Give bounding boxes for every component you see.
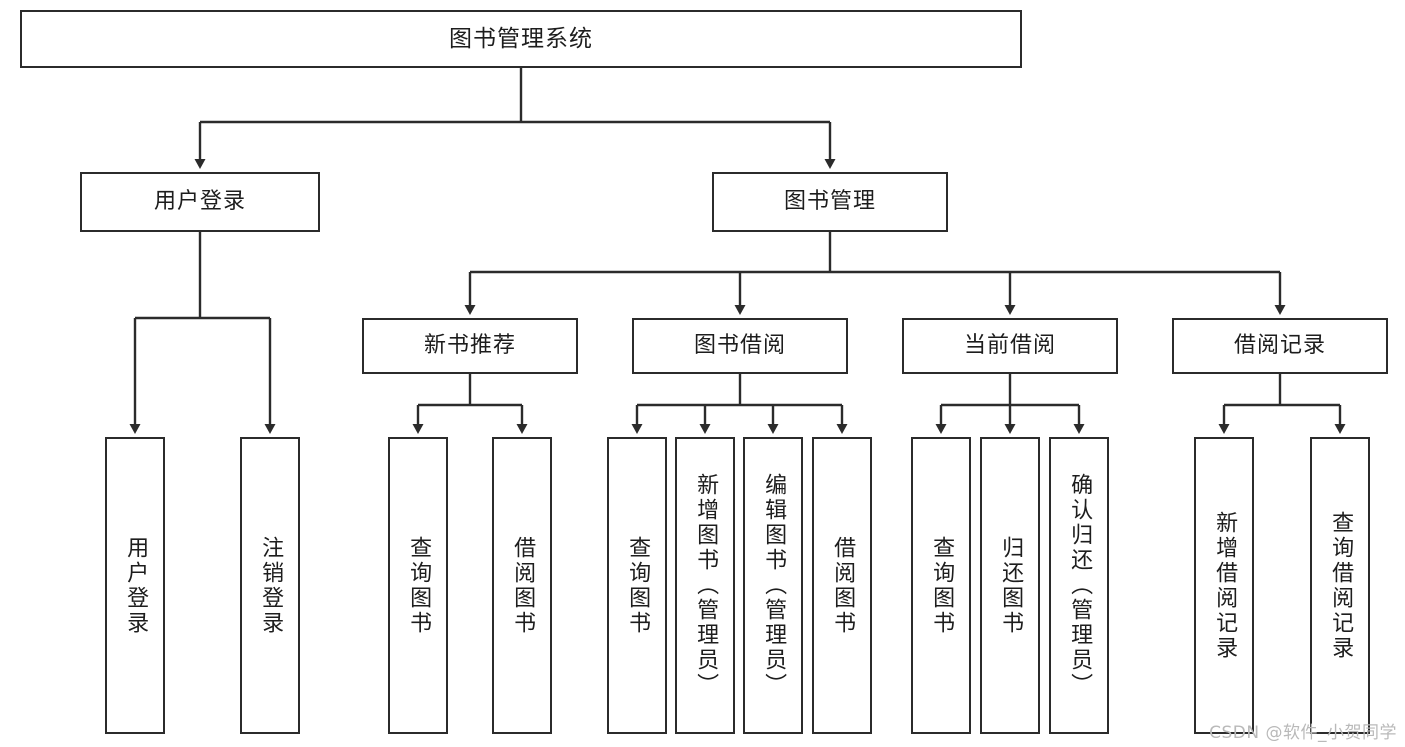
leaf-confirm-return-admin[interactable]: 确认归还（管理员） xyxy=(1049,437,1109,734)
node-label: 图书管理系统 xyxy=(449,25,593,52)
leaf-logout[interactable]: 注销登录 xyxy=(240,437,300,734)
node-borrow-record[interactable]: 借阅记录 xyxy=(1172,318,1388,374)
node-label: 新增图书（管理员） xyxy=(693,473,719,698)
leaf-add-book-admin[interactable]: 新增图书（管理员） xyxy=(675,437,735,734)
node-new-book-recommend[interactable]: 新书推荐 xyxy=(362,318,578,374)
node-label: 查询图书 xyxy=(406,535,432,636)
node-current-borrow[interactable]: 当前借阅 xyxy=(902,318,1118,374)
node-label: 借阅记录 xyxy=(1233,333,1326,359)
node-label: 图书管理 xyxy=(783,189,876,215)
node-book-borrow[interactable]: 图书借阅 xyxy=(632,318,848,374)
leaf-query-borrow-record[interactable]: 查询借阅记录 xyxy=(1310,437,1370,734)
node-label: 注销登录 xyxy=(258,535,284,636)
node-label: 查询图书 xyxy=(929,535,955,636)
node-label: 查询图书 xyxy=(625,535,651,636)
leaf-query-book-recommend[interactable]: 查询图书 xyxy=(388,437,448,734)
leaf-query-book-borrow[interactable]: 查询图书 xyxy=(607,437,667,734)
node-label: 借阅图书 xyxy=(830,535,856,636)
node-label: 用户登录 xyxy=(153,189,246,215)
leaf-add-borrow-record[interactable]: 新增借阅记录 xyxy=(1194,437,1254,734)
node-label: 确认归还（管理员） xyxy=(1067,473,1093,698)
leaf-user-login[interactable]: 用户登录 xyxy=(105,437,165,734)
node-root-book-management-system[interactable]: 图书管理系统 xyxy=(20,10,1022,68)
node-label: 当前借阅 xyxy=(963,333,1056,359)
node-label: 图书借阅 xyxy=(693,333,786,359)
node-label: 新增借阅记录 xyxy=(1212,510,1238,661)
leaf-borrow-book-recommend[interactable]: 借阅图书 xyxy=(492,437,552,734)
node-label: 用户登录 xyxy=(123,535,149,636)
watermark-csdn: CSDN @软件_小贺同学 xyxy=(1209,723,1397,743)
leaf-borrow-book[interactable]: 借阅图书 xyxy=(812,437,872,734)
node-label: 新书推荐 xyxy=(423,333,516,359)
node-label: 编辑图书（管理员） xyxy=(761,473,787,698)
node-book-management[interactable]: 图书管理 xyxy=(712,172,948,232)
leaf-edit-book-admin[interactable]: 编辑图书（管理员） xyxy=(743,437,803,734)
node-label: 查询借阅记录 xyxy=(1328,510,1354,661)
node-label: 归还图书 xyxy=(998,535,1024,636)
leaf-query-book-current[interactable]: 查询图书 xyxy=(911,437,971,734)
node-user-login[interactable]: 用户登录 xyxy=(80,172,320,232)
node-label: 借阅图书 xyxy=(510,535,536,636)
leaf-return-book[interactable]: 归还图书 xyxy=(980,437,1040,734)
